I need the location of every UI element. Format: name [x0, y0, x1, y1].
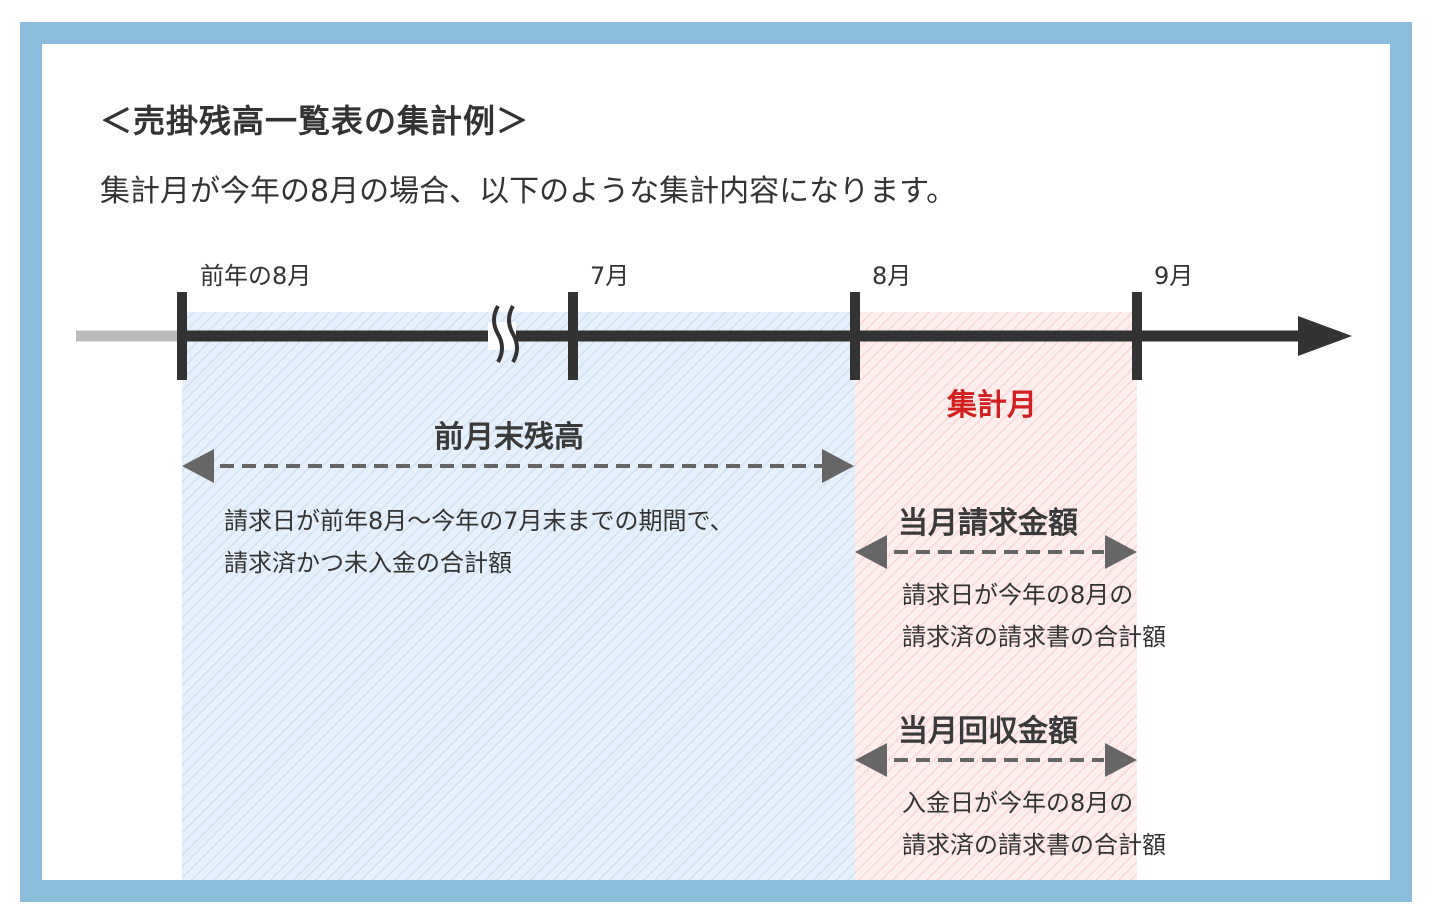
diagram-title: ＜売掛残高一覧表の集計例＞	[100, 102, 530, 140]
monthly-billing-line-1: 請求日が今年の8月の	[902, 581, 1134, 609]
previous-balance-line-1: 請求日が前年8月〜今年の7月末までの期間で、	[224, 507, 734, 535]
tick-label-september: 9月	[1154, 262, 1194, 290]
previous-balance-heading: 前月末残高	[434, 420, 584, 455]
monthly-collection-arrow-left	[855, 743, 887, 777]
tick-july	[568, 292, 578, 380]
previous-balance-line-2: 請求済かつ未入金の合計額	[224, 549, 512, 577]
monthly-collection-line-1: 入金日が今年の8月の	[902, 789, 1134, 817]
monthly-collection-heading: 当月回収金額	[898, 714, 1078, 749]
tick-august	[850, 292, 860, 380]
diagram-panel: ＜売掛残高一覧表の集計例＞ 集計月が今年の8月の場合、以下のような集計内容になり…	[42, 44, 1390, 880]
monthly-billing-arrow-right	[1105, 535, 1137, 569]
monthly-collection-arrow-right	[1105, 743, 1137, 777]
monthly-collection-line-2: 請求済の請求書の合計額	[902, 831, 1166, 859]
previous-balance-arrow-left	[182, 449, 214, 483]
monthly-billing-description: 請求日が今年の8月の 請求済の請求書の合計額	[902, 574, 1166, 658]
tick-september	[1132, 292, 1142, 380]
timeline-arrow-head	[1298, 316, 1352, 356]
monthly-billing-line-2: 請求済の請求書の合計額	[902, 623, 1166, 651]
timeline-diagram	[76, 292, 1352, 880]
previous-balance-region	[182, 312, 855, 880]
monthly-collection-description: 入金日が今年の8月の 請求済の請求書の合計額	[902, 782, 1166, 866]
tick-label-august: 8月	[872, 262, 912, 290]
monthly-billing-heading: 当月請求金額	[898, 506, 1078, 541]
tick-prev-aug	[177, 292, 187, 380]
diagram-subtitle: 集計月が今年の8月の場合、以下のような集計内容になります。	[100, 174, 957, 209]
diagram-frame: ＜売掛残高一覧表の集計例＞ 集計月が今年の8月の場合、以下のような集計内容になり…	[20, 22, 1412, 902]
aggregation-month-label: 集計月	[947, 388, 1037, 423]
tick-label-prev-aug: 前年の8月	[200, 262, 312, 290]
timeline-break-mark	[492, 305, 504, 363]
tick-label-july: 7月	[590, 262, 630, 290]
previous-balance-description: 請求日が前年8月〜今年の7月末までの期間で、 請求済かつ未入金の合計額	[224, 500, 734, 584]
aggregation-month-region	[855, 312, 1137, 880]
previous-balance-arrow-right	[822, 449, 854, 483]
monthly-billing-arrow-left	[855, 535, 887, 569]
